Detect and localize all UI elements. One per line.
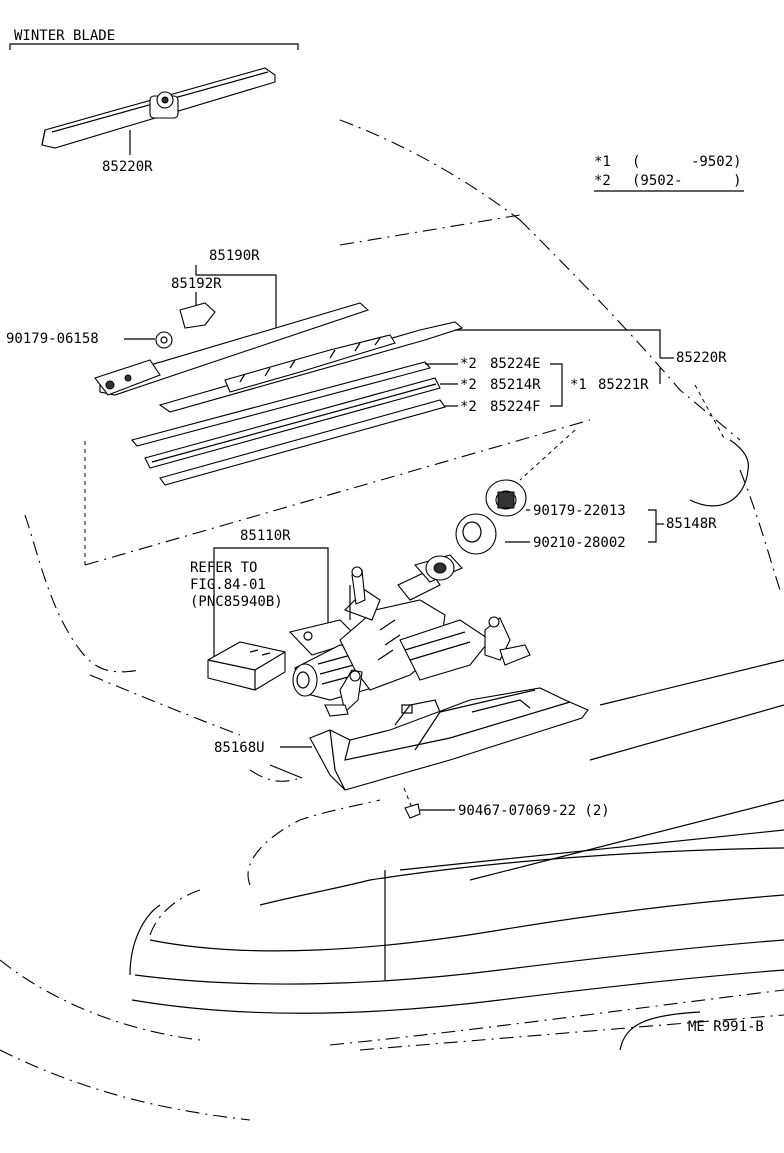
blade-214-inner <box>151 383 437 463</box>
blade-claws <box>239 337 381 383</box>
pivot-nut-icon <box>485 479 527 517</box>
blade-yoke-icon <box>224 334 396 393</box>
legend-range-1: ( -9502) <box>632 154 742 170</box>
legend: *1 ( -9502) *2 (9502- ) <box>594 154 744 192</box>
washer-icon <box>455 513 497 555</box>
nut-icon <box>155 331 173 349</box>
part-number-85214r: 85214R <box>490 377 541 393</box>
arm-pivot-icon <box>105 380 115 390</box>
part-number-85168u: 85168U <box>214 740 265 756</box>
leader-85190r <box>195 265 277 330</box>
relay-box-icon <box>207 641 286 691</box>
refer-line-2: FIG.84-01 <box>190 577 266 593</box>
part-number-screw: 90467-07069-22 (2) <box>458 803 610 819</box>
refer-line-3: (PNC85940B) <box>190 594 283 610</box>
part-number-85192r: 85192R <box>171 276 222 292</box>
rubber-f-icon <box>159 399 446 486</box>
cover-icon <box>309 687 589 791</box>
wiper-motor-icon <box>288 554 531 717</box>
screw-axis-line <box>403 787 413 809</box>
arm-pivot-icon-2 <box>124 374 132 382</box>
part-number-85221r: 85221R <box>598 377 649 393</box>
winter-blade-section: WINTER BLADE 85220R <box>9 28 299 175</box>
motor-section: 85110R REFER TO FIG.84-01 (PNC85940B) <box>190 528 531 717</box>
mark-85214r: *2 <box>460 377 477 393</box>
part-number-85220r-right: 85220R <box>676 350 727 366</box>
mark-85224e: *2 <box>460 356 477 372</box>
section-bracket <box>9 43 299 50</box>
leader-85110r <box>213 547 329 658</box>
legend-mark-1: *1 <box>594 154 611 170</box>
vehicle-body-outline <box>0 119 784 1121</box>
legend-range-2: (9502- ) <box>632 173 742 189</box>
cap-icon <box>179 302 216 329</box>
part-number-winter-blade: 85220R <box>102 159 153 175</box>
part-number-nut: 90179-06158 <box>6 331 99 347</box>
wiper-assembly: 85190R 85192R 90179-06158 85220R 85221R <box>6 248 727 486</box>
legend-mark-2: *2 <box>594 173 611 189</box>
group-mark: *1 <box>570 377 587 393</box>
part-number-85110r: 85110R <box>240 528 291 544</box>
part-number-85224e: 85224E <box>490 356 541 372</box>
rubber-e-icon <box>131 361 431 447</box>
set-bracket <box>648 509 657 543</box>
group-bracket <box>550 363 563 407</box>
part-number-90179-22013: 90179-22013 <box>533 503 626 519</box>
part-number-90210-28002: 90210-28002 <box>533 535 626 551</box>
mark-85224f: *2 <box>460 399 477 415</box>
figure-code: ME R991-B <box>688 1019 764 1035</box>
cover-edge-line <box>269 764 303 779</box>
part-number-85224f: 85224F <box>490 399 541 415</box>
leader-85220r <box>455 329 661 358</box>
part-number-85148r: 85148R <box>666 516 717 532</box>
cover-section: 85168U 90467-07069-22 (2) <box>214 687 610 819</box>
wiper-arm-icon <box>99 302 370 396</box>
winter-blade-icon <box>41 67 276 149</box>
pivot-group: 90179-22013 90210-28002 85148R <box>455 479 717 555</box>
screw-icon <box>404 803 421 819</box>
refer-line-1: REFER TO <box>190 560 257 576</box>
part-number-85190r: 85190R <box>209 248 260 264</box>
section-title: WINTER BLADE <box>14 28 115 44</box>
